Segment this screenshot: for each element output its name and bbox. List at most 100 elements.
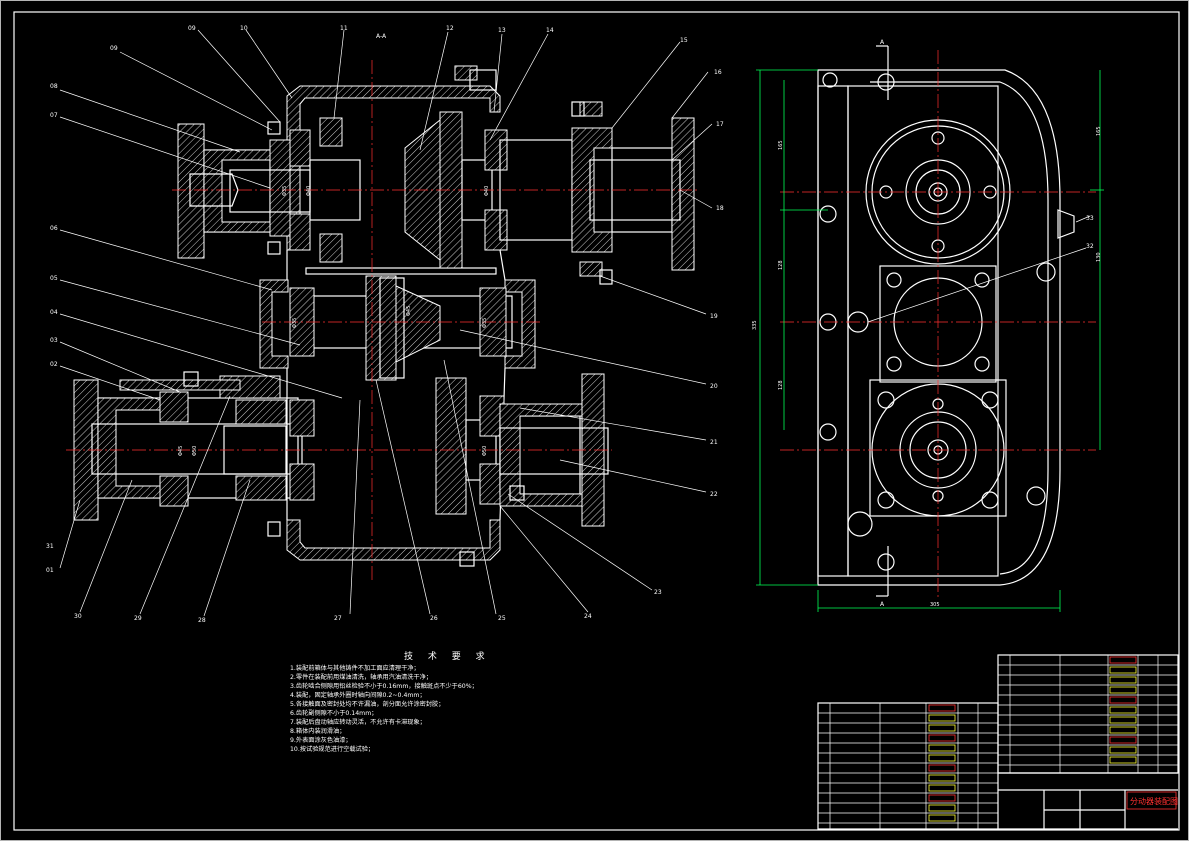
parts-marker <box>1109 736 1137 744</box>
parts-marker <box>928 764 956 772</box>
parts-marker <box>928 734 956 742</box>
parts-marker <box>928 724 956 732</box>
callout-32: 32 <box>1086 243 1094 250</box>
parts-marker <box>1109 716 1137 724</box>
callout-13: 13 <box>498 27 506 34</box>
svg-text:Φ40: Φ40 <box>484 186 490 196</box>
section-dims: Φ35 Φ40 Φ40 Φ35 Φ35 Φ45 Φ50 Φ50 Φ45 <box>178 186 490 456</box>
callout-19: 19 <box>710 313 718 320</box>
callout-33: 33 <box>1086 215 1094 222</box>
requirement-8: 8.箱体内装润滑油； <box>290 727 345 735</box>
requirement-2: 2.零件在装配前用煤油清洗，轴承用汽油清洗干净； <box>290 673 432 681</box>
callout-14: 14 <box>546 27 554 34</box>
callout-20: 20 <box>710 383 718 390</box>
parts-marker <box>1109 706 1137 714</box>
callout-06: 06 <box>50 225 58 232</box>
callout-23: 23 <box>654 589 662 596</box>
callout-28: 28 <box>198 617 206 624</box>
callout-01: 01 <box>46 567 54 574</box>
requirement-4: 4.装配，固定轴承外圈时轴向间隙0.2~0.4mm； <box>290 691 426 699</box>
callout-29: 29 <box>134 615 142 622</box>
svg-text:Φ35: Φ35 <box>482 318 488 328</box>
svg-text:305: 305 <box>930 602 940 608</box>
technical-requirements: 技 术 要 求 1.装配前箱体与其他铸件不加工面应清理干净； 2.零件在装配前用… <box>290 650 491 753</box>
callouts-right: 15 16 17 18 19 20 21 22 23 <box>459 37 724 596</box>
parts-marker <box>1109 656 1137 664</box>
requirement-1: 1.装配前箱体与其他铸件不加工面应清理干净； <box>290 664 420 672</box>
callout-11: 11 <box>340 25 348 32</box>
callout-22: 22 <box>710 491 718 498</box>
section-label: A-A <box>376 33 387 40</box>
parts-marker <box>928 744 956 752</box>
parts-marker <box>928 804 956 812</box>
requirement-3: 3.齿轮啮合侧隙用铅丝检验不小于0.16mm，接触斑点不少于60%； <box>290 682 478 690</box>
parts-marker <box>928 754 956 762</box>
parts-marker <box>1109 666 1137 674</box>
callouts-top: 09 10 11 12 13 14 <box>188 25 554 151</box>
callout-04: 04 <box>50 309 58 316</box>
parts-marker <box>928 794 956 802</box>
requirement-6: 6.齿轮副侧隙不小于0.14mm； <box>290 709 377 717</box>
parts-marker <box>1109 686 1137 694</box>
requirement-10: 10.按试验规范进行空载试验； <box>290 745 374 753</box>
callout-30: 30 <box>74 613 82 620</box>
parts-marker <box>1109 746 1137 754</box>
callout-08: 08 <box>50 83 58 90</box>
callout-09: 09 <box>110 45 118 52</box>
svg-text:165: 165 <box>1096 126 1102 136</box>
drawing-title: 分动器装配图 <box>1130 796 1178 806</box>
callout-25: 25 <box>498 615 506 622</box>
callout-15: 15 <box>680 37 688 44</box>
callout-27: 27 <box>334 615 342 622</box>
callout-21: 21 <box>710 439 718 446</box>
svg-text:128: 128 <box>778 380 784 390</box>
svg-text:Φ50: Φ50 <box>482 446 488 456</box>
parts-marker <box>1109 726 1137 734</box>
callout-31: 31 <box>46 543 54 550</box>
requirement-7: 7.装配后盘动轴应转动灵活，不允许有卡滞现象； <box>290 718 426 726</box>
top-gear <box>404 101 695 277</box>
output-shaft-left <box>73 375 315 521</box>
intermediate-shaft <box>289 275 513 381</box>
view-marker-top: A <box>880 39 885 46</box>
callout-02: 02 <box>50 361 58 368</box>
svg-text:Φ35: Φ35 <box>292 318 298 328</box>
parts-marker <box>1109 676 1137 684</box>
callout-07: 07 <box>50 112 58 119</box>
callout-03: 03 <box>50 337 58 344</box>
callout-24: 24 <box>584 613 592 620</box>
parts-list: 分动器装配图 <box>817 654 1179 830</box>
svg-text:Φ45: Φ45 <box>178 446 184 456</box>
requirement-5: 5.各接触面及密封处均不许漏油，剖分面允许涂密封胶； <box>290 700 444 708</box>
requirement-9: 9.外表面涂灰色油漆； <box>290 736 352 744</box>
parts-marker <box>1109 756 1137 764</box>
callouts: 09 08 07 06 05 04 03 02 01 09 10 11 12 1… <box>46 25 724 624</box>
callout-10: 10 <box>240 25 248 32</box>
svg-text:Φ35: Φ35 <box>282 186 288 196</box>
callouts-left: 09 08 07 06 05 04 03 02 01 <box>46 45 343 574</box>
svg-text:128: 128 <box>778 260 784 270</box>
section-view: A-A <box>66 33 700 580</box>
callout-09-top: 09 <box>188 25 196 32</box>
callout-17: 17 <box>716 121 724 128</box>
svg-text:335: 335 <box>752 320 758 330</box>
input-shaft-left <box>177 117 361 263</box>
bottom-gear <box>435 373 609 527</box>
parts-marker <box>928 704 956 712</box>
callout-12: 12 <box>446 25 454 32</box>
callout-05: 05 <box>50 275 58 282</box>
parts-marker <box>928 814 956 822</box>
callouts-bottom: 30 29 28 27 26 25 24 31 <box>46 359 592 624</box>
callout-26: 26 <box>430 615 438 622</box>
centerlines <box>66 60 700 580</box>
svg-text:Φ50: Φ50 <box>192 446 198 456</box>
requirements-title: 技 术 要 求 <box>404 650 491 662</box>
side-view: 335 165 128 128 165 130 305 A A 33 32 <box>752 39 1104 612</box>
svg-text:Φ40: Φ40 <box>306 186 312 196</box>
parts-marker <box>928 714 956 722</box>
svg-text:165: 165 <box>778 140 784 150</box>
callout-18: 18 <box>716 205 724 212</box>
parts-marker <box>928 784 956 792</box>
svg-text:Φ45: Φ45 <box>406 306 412 316</box>
